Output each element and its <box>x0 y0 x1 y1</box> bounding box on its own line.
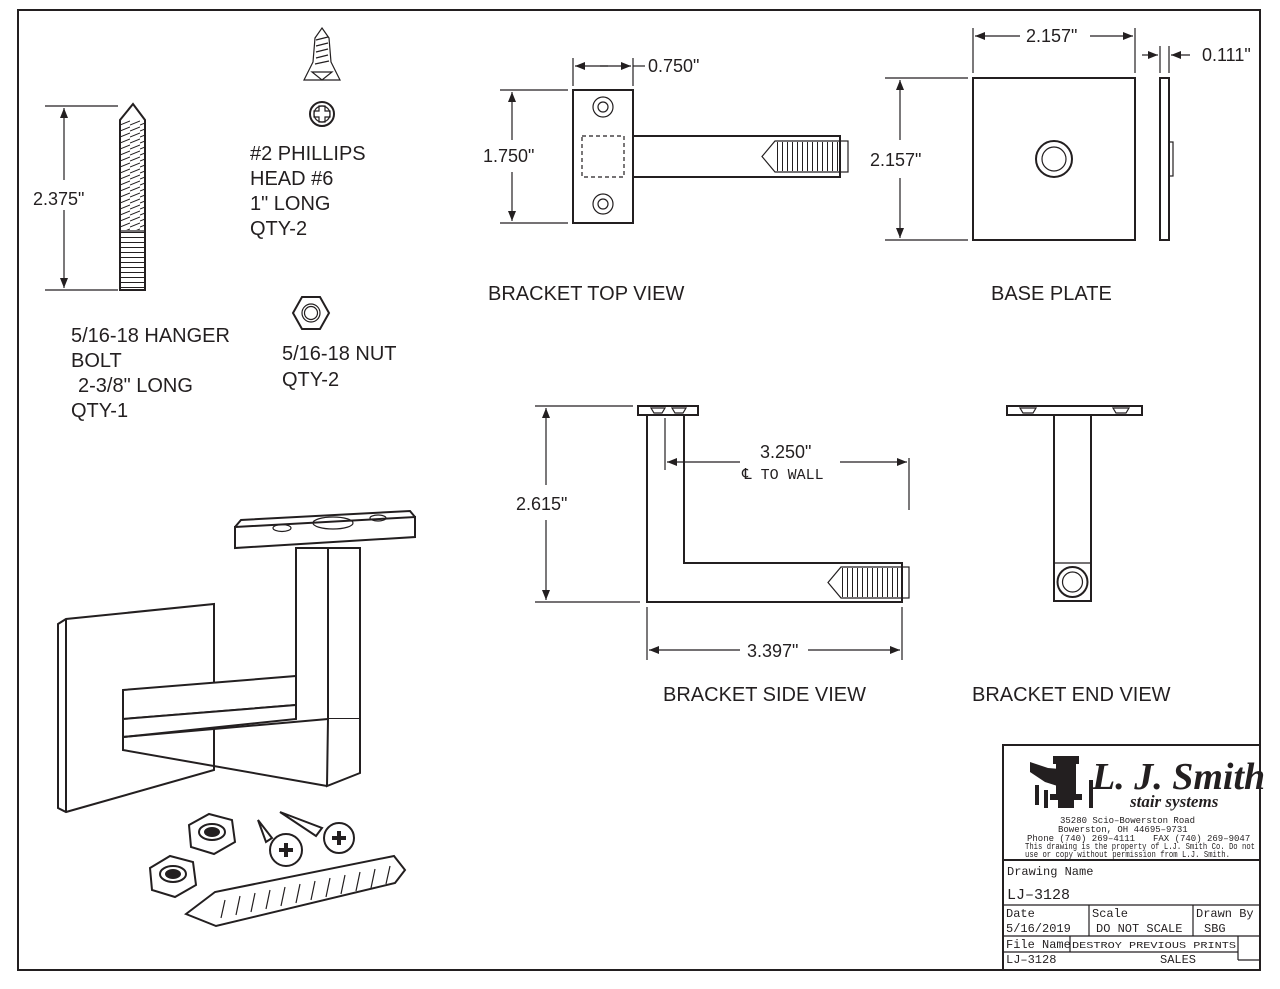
company-logo-mark <box>1030 756 1093 808</box>
hanger-bolt-drawing <box>45 102 146 291</box>
bracket-isometric-drawing <box>57 509 416 814</box>
base-plate-height-dim: 2.157" <box>870 150 921 170</box>
company-address-1: 35280 Scio–Bowerston Road <box>1060 816 1195 826</box>
side-view-height-dim: 2.615" <box>516 494 567 514</box>
nut-label-1: 5/16-18 NUT <box>282 343 397 365</box>
side-view-length-dim: 3.397" <box>747 641 798 661</box>
company-tagline: stair systems <box>1129 792 1219 811</box>
date-value: 5/16/2019 <box>1006 922 1071 936</box>
base-plate-width-dim: 2.157" <box>1026 26 1077 46</box>
file-name-label: File Name <box>1006 938 1071 952</box>
hanger-bolt-label-1: 5/16-18 HANGER <box>71 325 230 347</box>
bracket-top-view-drawing <box>500 58 849 224</box>
ownership-notice-2: use or copy without permission from L.J.… <box>1025 850 1230 860</box>
scale-value: DO NOT SCALE <box>1096 922 1182 936</box>
side-view-to-wall-note: ℄ TO WALL <box>741 467 824 484</box>
screw-label-4: QTY-2 <box>250 218 307 240</box>
nut-drawing <box>291 296 331 330</box>
top-view-title: BRACKET TOP VIEW <box>488 283 684 305</box>
company-address-2: Bowerston, OH 44695–9731 <box>1058 825 1188 835</box>
hanger-bolt-label-3: 2-3/8" LONG <box>78 375 193 397</box>
scale-label: Scale <box>1092 907 1128 921</box>
hanger-bolt-label-4: QTY-1 <box>71 400 128 422</box>
screw-label-2: HEAD #6 <box>250 168 333 190</box>
file-name-value: LJ–3128 <box>1006 953 1056 967</box>
nut-label-2: QTY-2 <box>282 369 339 391</box>
top-view-width-dim: 0.750" <box>648 56 699 76</box>
company-fax: FAX (740) 269–9047 <box>1153 834 1250 844</box>
side-view-title: BRACKET SIDE VIEW <box>663 684 866 706</box>
end-view-title: BRACKET END VIEW <box>972 684 1171 706</box>
base-plate-drawing <box>885 28 1190 241</box>
side-view-to-wall-dim: 3.250" <box>760 442 811 462</box>
base-plate-title: BASE PLATE <box>991 283 1112 305</box>
base-plate-thickness-dim: 0.111" <box>1202 45 1251 65</box>
company-name: L. J. Smith <box>1091 756 1265 798</box>
top-view-height-dim: 1.750" <box>483 146 534 166</box>
title-block <box>1002 744 1261 971</box>
date-label: Date <box>1006 907 1035 921</box>
hanger-bolt-label-2: BOLT <box>71 350 122 372</box>
drawn-by-value: SBG <box>1204 922 1226 936</box>
bracket-end-view-drawing <box>1006 405 1143 602</box>
drawing-name-label: Drawing Name <box>1007 865 1093 879</box>
company-phone: Phone (740) 269–4111 <box>1027 834 1135 844</box>
destroy-prints-note: DESTROY PREVIOUS PRINTS <box>1072 941 1236 951</box>
sheet-border <box>17 9 1261 971</box>
bracket-side-view-drawing <box>535 405 910 660</box>
drawn-by-label: Drawn By <box>1196 907 1254 921</box>
department-value: SALES <box>1160 953 1196 967</box>
drawing-name-value: LJ–3128 <box>1007 887 1070 904</box>
ownership-notice-1: This drawing is the property of L.J. Smi… <box>1025 842 1255 852</box>
screw-label-3: 1" LONG <box>250 193 330 215</box>
screw-drawing <box>303 26 341 127</box>
screw-label-1: #2 PHILLIPS <box>250 143 366 165</box>
hardware-isometric-drawing <box>148 811 407 928</box>
hanger-bolt-length-dim: 2.375" <box>33 189 84 209</box>
